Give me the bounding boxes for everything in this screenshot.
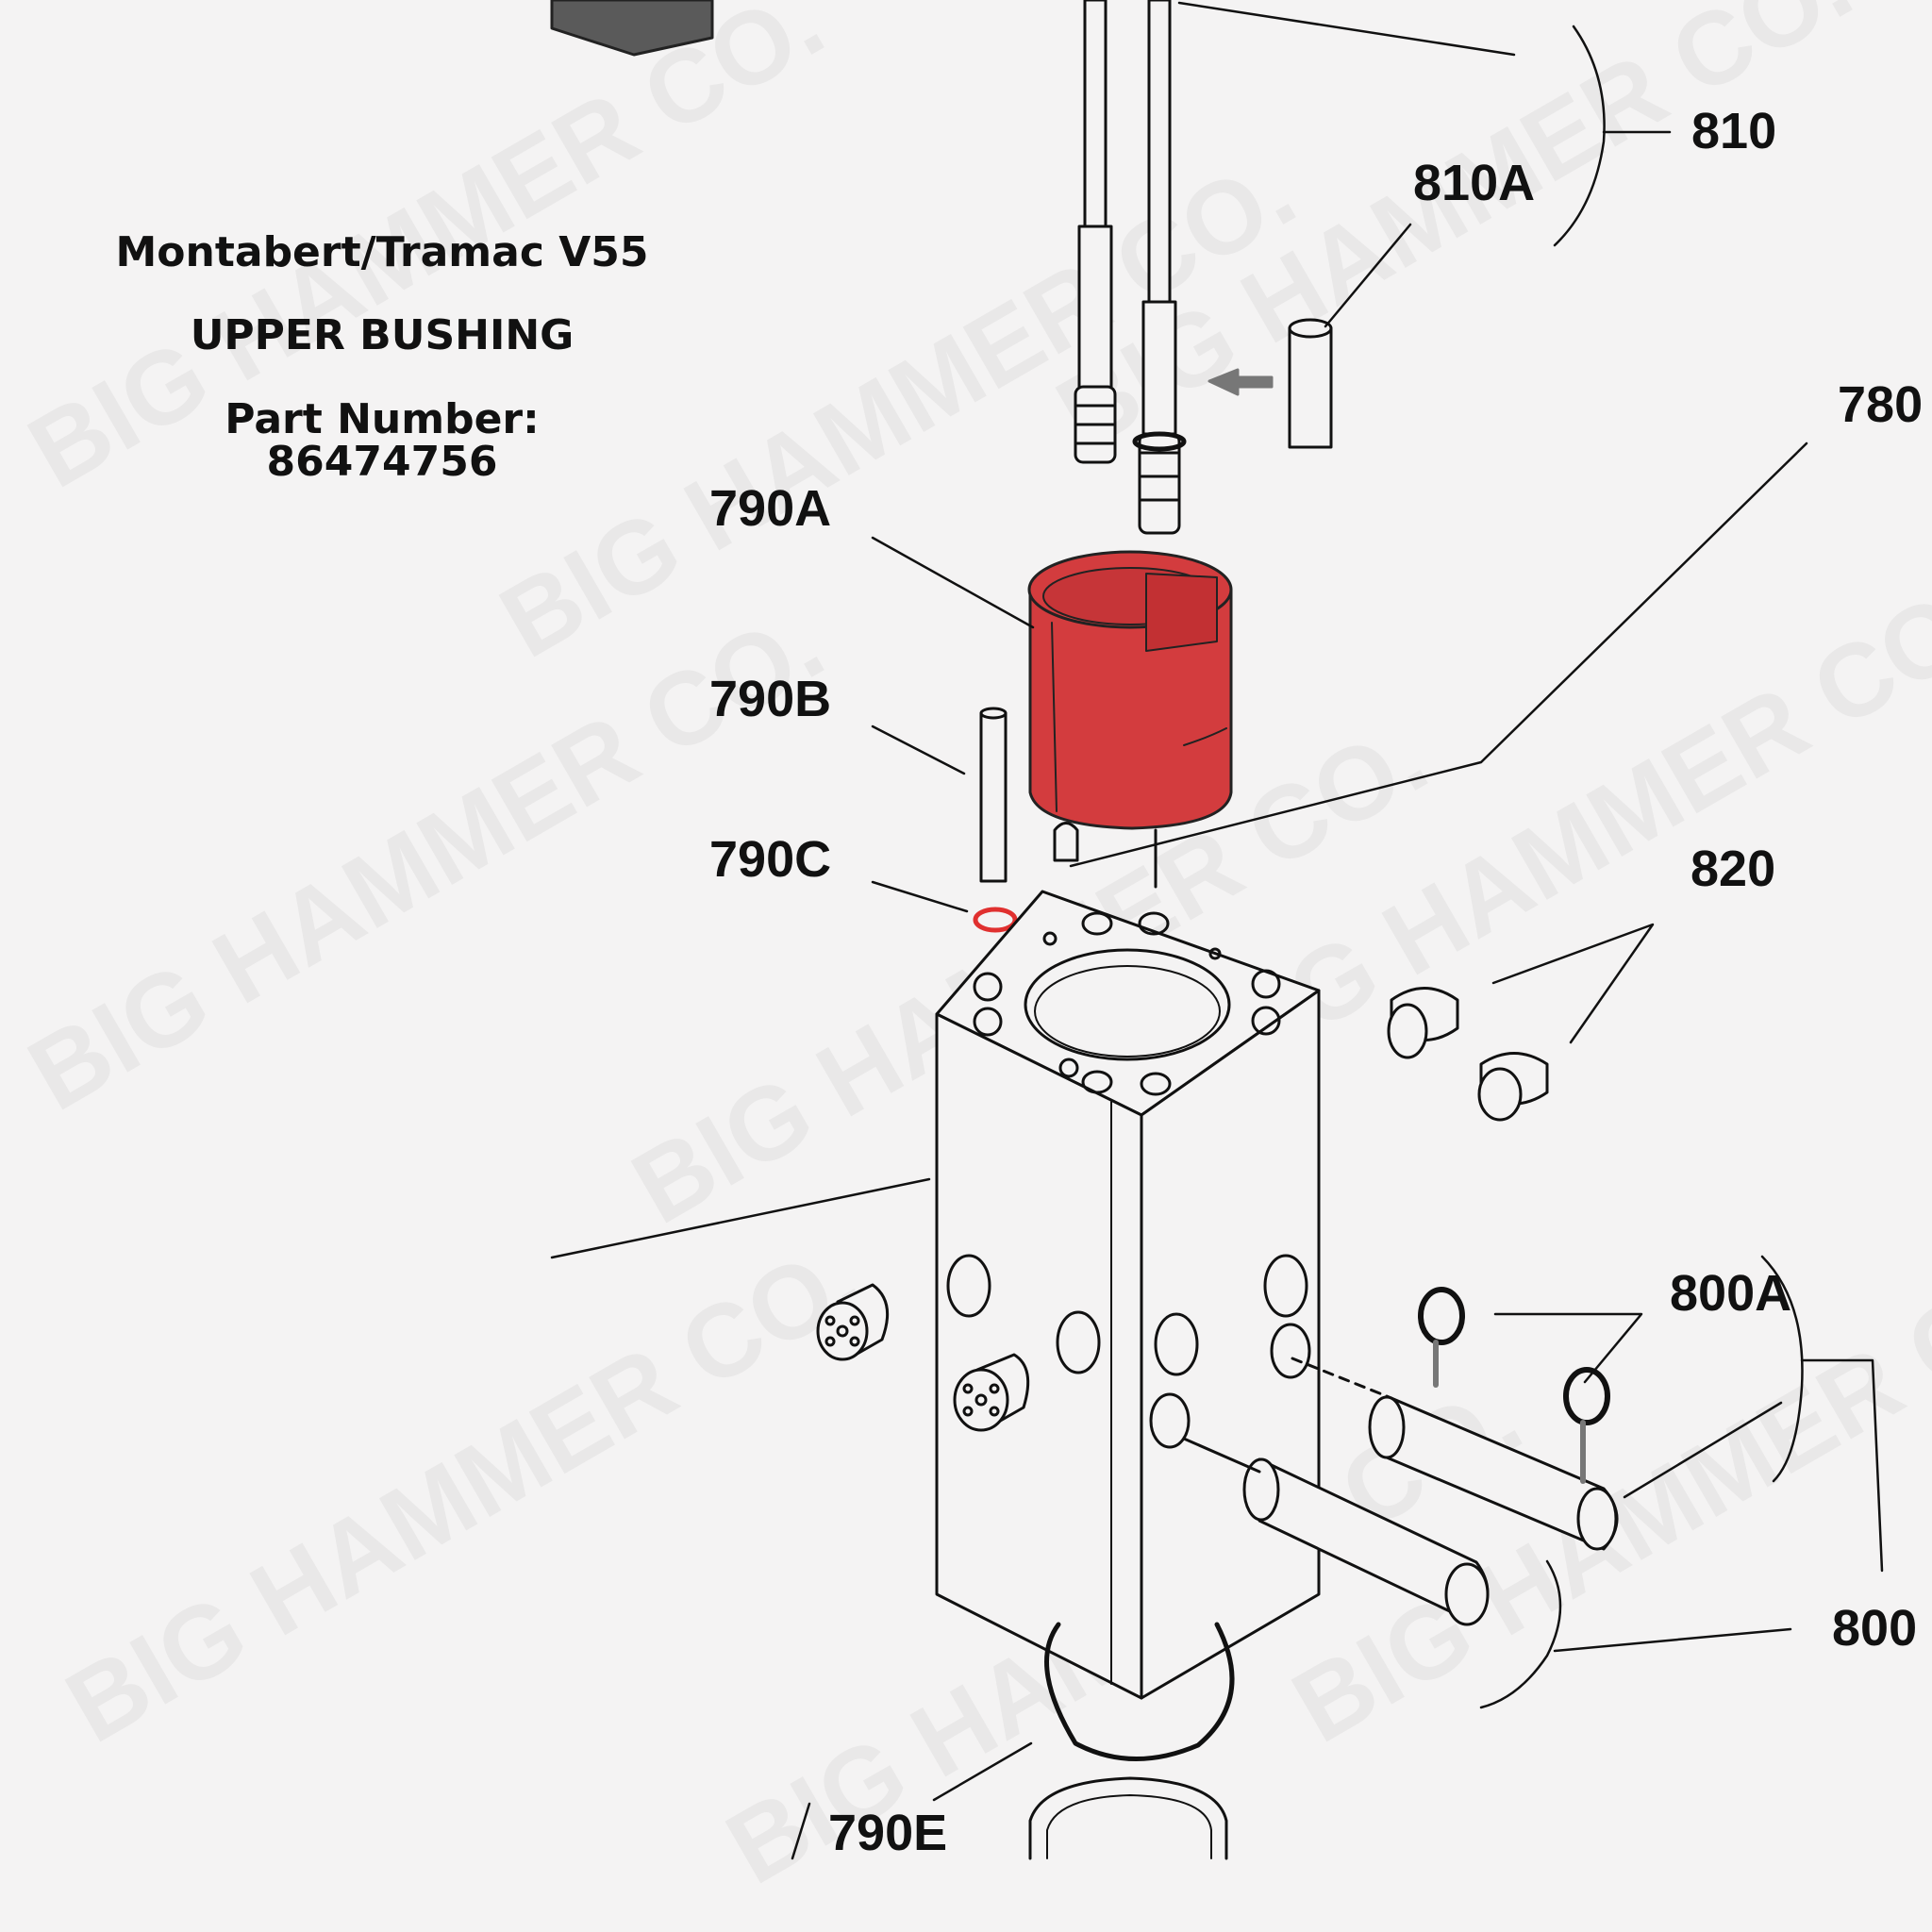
callout-790E: 790E	[828, 1805, 948, 1861]
dowel-pin	[1053, 822, 1079, 862]
watermark-text: BIG HAMMER CO.	[48, 1218, 880, 1765]
side-plug-left	[816, 1283, 890, 1361]
part-number-label: Part Number:	[225, 395, 540, 443]
pin-790B	[979, 707, 1008, 883]
model-title: Montabert/Tramac V55	[115, 228, 649, 276]
plugs-820	[1387, 987, 1549, 1122]
cylinder-block	[935, 890, 1321, 1700]
partial-block-top	[550, 0, 714, 57]
part-name: UPPER BUSHING	[190, 311, 575, 359]
upper-bushing-790A	[1027, 550, 1233, 830]
rings-790E	[1028, 1622, 1235, 1860]
rod-assembly-810	[1074, 0, 1187, 535]
pin-810A	[1288, 318, 1333, 449]
callout-820: 820	[1690, 841, 1776, 897]
part-number: 86474756	[266, 438, 498, 486]
leader-lines	[550, 1, 1884, 1860]
o-ring-790C	[973, 907, 1018, 933]
callout-790C: 790C	[709, 831, 832, 888]
watermark-layer: BIG HAMMER CO. BIG HAMMER CO. BIG HAMMER…	[10, 0, 1932, 1907]
o-rings-800A	[1418, 1287, 1610, 1484]
callout-780: 780	[1838, 376, 1924, 433]
callout-790A: 790A	[709, 480, 832, 537]
pins-800	[1182, 1357, 1619, 1626]
side-plug-right	[953, 1353, 1030, 1432]
callout-810: 810	[1691, 103, 1777, 159]
callout-790B: 790B	[709, 671, 832, 727]
direction-arrow-icon	[1208, 368, 1274, 396]
callout-810A: 810A	[1413, 155, 1536, 211]
callout-800A: 800A	[1670, 1265, 1792, 1322]
callout-800: 800	[1832, 1600, 1918, 1657]
